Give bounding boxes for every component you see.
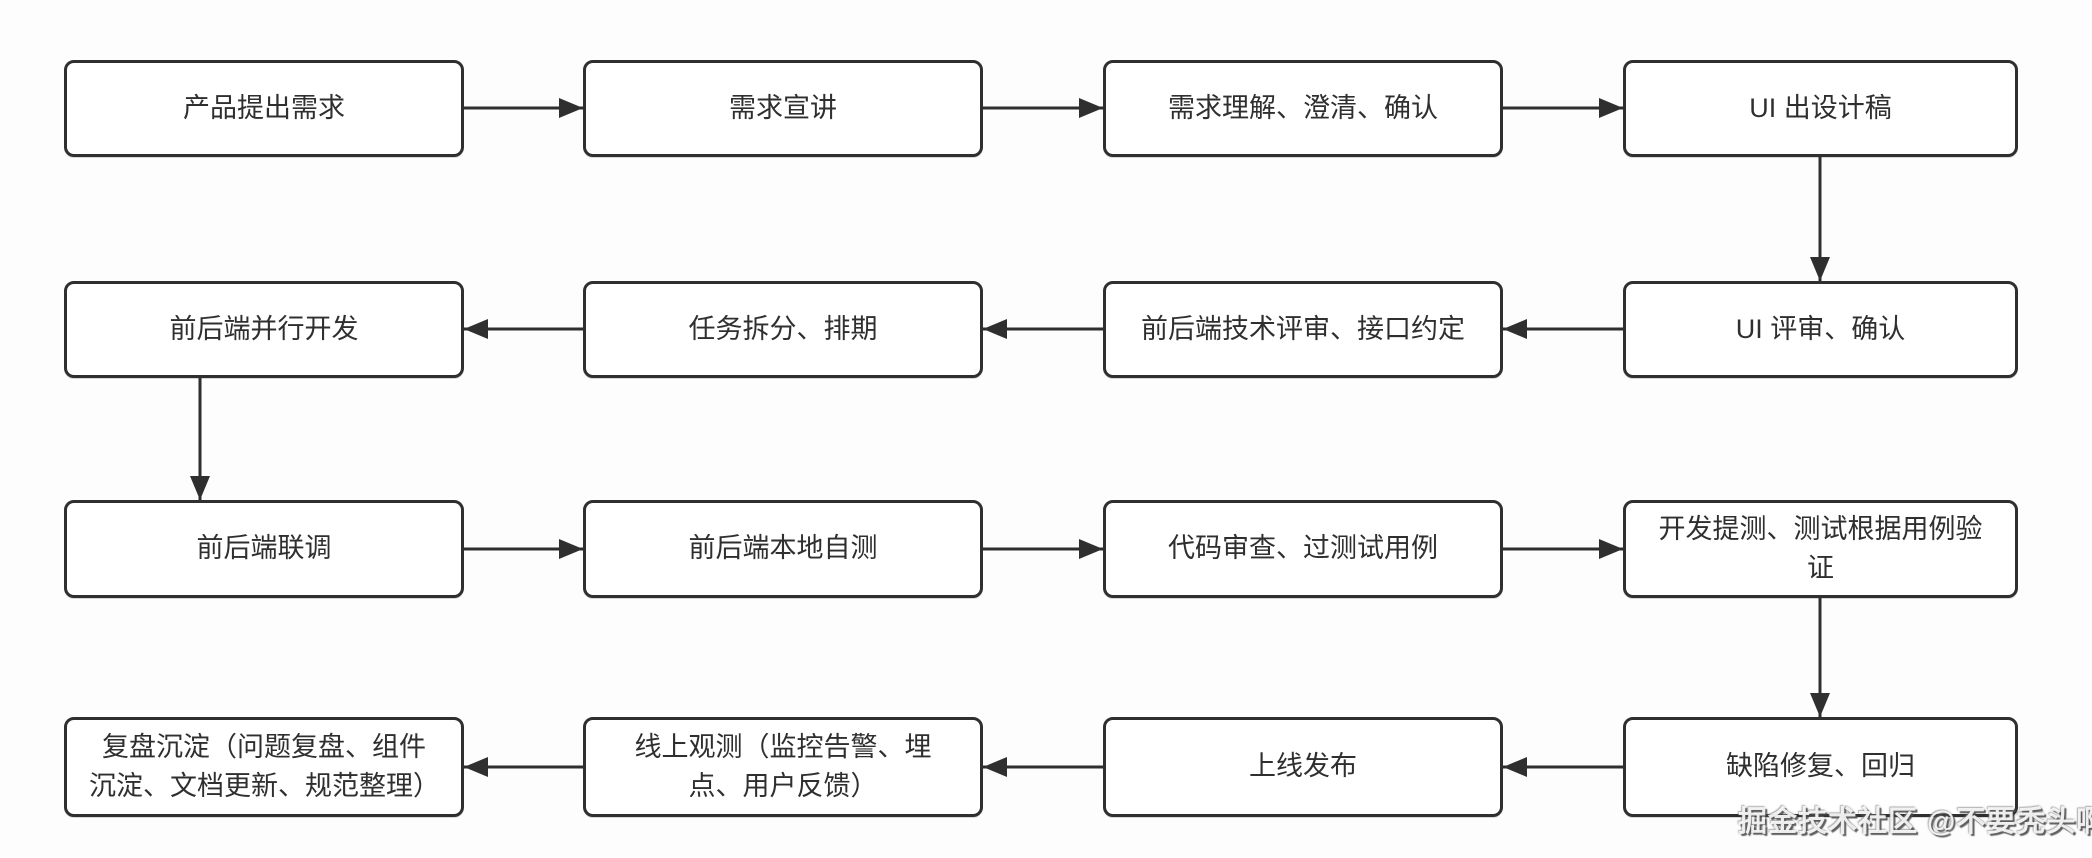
juejin-watermark: 掘金技术社区 @不要秃头啊	[1738, 806, 2092, 838]
flow-node-release: 上线发布	[1103, 717, 1503, 817]
flow-node-tech-review-api-agreement: 前后端技术评审、接口约定	[1103, 281, 1503, 378]
flow-node-product-requirements: 产品提出需求	[64, 60, 464, 157]
flow-node-parallel-development: 前后端并行开发	[64, 281, 464, 378]
flow-node-task-split-schedule: 任务拆分、排期	[583, 281, 983, 378]
flow-node-requirement-presentation: 需求宣讲	[583, 60, 983, 157]
flow-node-local-self-test: 前后端本地自测	[583, 500, 983, 598]
flow-node-joint-debugging: 前后端联调	[64, 500, 464, 598]
flow-node-submit-for-testing: 开发提测、测试根据用例验证	[1623, 500, 2018, 598]
flow-node-retrospective: 复盘沉淀（问题复盘、组件沉淀、文档更新、规范整理）	[64, 717, 464, 817]
flow-node-online-observation: 线上观测（监控告警、埋点、用户反馈）	[583, 717, 983, 817]
flow-node-ui-review-confirm: UI 评审、确认	[1623, 281, 2018, 378]
flow-node-ui-design-draft: UI 出设计稿	[1623, 60, 2018, 157]
flow-node-defect-fix-regression: 缺陷修复、回归	[1623, 717, 2018, 817]
flow-node-code-review-test-cases: 代码审查、过测试用例	[1103, 500, 1503, 598]
flow-node-requirement-clarification: 需求理解、澄清、确认	[1103, 60, 1503, 157]
